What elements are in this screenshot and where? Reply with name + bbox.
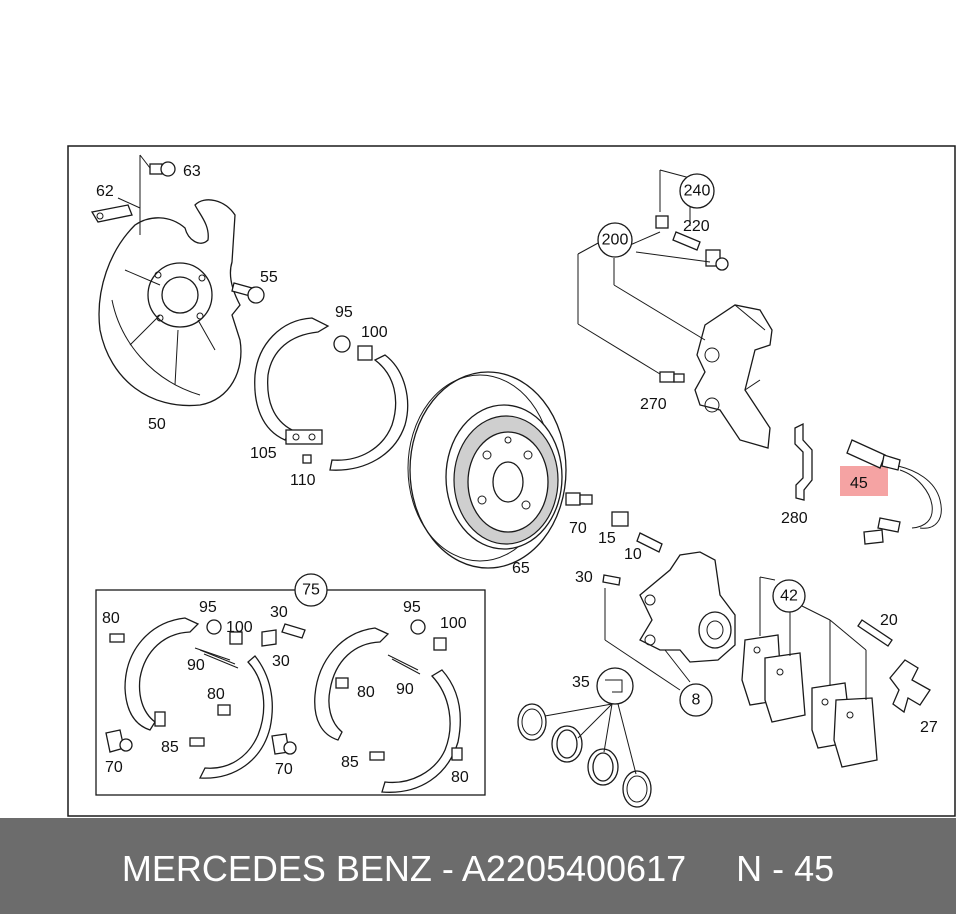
label-100: 100	[361, 324, 388, 341]
label-50: 50	[148, 416, 166, 433]
kit-label-80-d: 80	[451, 769, 469, 786]
kit-label-70-b: 70	[275, 761, 293, 778]
kit-shoe-left	[105, 617, 306, 779]
parking-brake-shoes-drawing	[254, 317, 409, 471]
footer-separator: -	[431, 848, 462, 889]
bolt-70-drawing	[565, 492, 593, 506]
pin-20-drawing	[857, 619, 893, 647]
brake-disc-drawing	[407, 371, 567, 569]
footer-part-number: A2205400617	[461, 848, 687, 889]
bleed-screw-drawing	[636, 532, 663, 553]
label-280: 280	[781, 510, 808, 527]
kit-label-80-c: 80	[357, 684, 375, 701]
kit-label-90-a: 90	[187, 657, 205, 674]
kit-label-95-a: 95	[199, 599, 217, 616]
kit-box	[95, 589, 486, 796]
callout-240-circle	[679, 173, 715, 209]
label-75: 75	[302, 582, 320, 599]
label-63: 63	[183, 163, 201, 180]
kit-label-85-b: 85	[341, 754, 359, 771]
kit-label-30-b: 30	[272, 653, 290, 670]
brake-assembly-diagram: 63 62 55 50 95 100 105 110 220 270 280 4…	[67, 145, 956, 817]
spring-clip-drawing	[794, 422, 813, 501]
label-55: 55	[260, 269, 278, 286]
dust-shield-drawing	[90, 161, 265, 407]
brake-pads-drawing	[741, 634, 878, 768]
label-35: 35	[572, 674, 590, 691]
caliper-housing-drawing	[602, 551, 736, 663]
callout-75-circle	[294, 573, 328, 607]
label-240: 240	[684, 183, 711, 200]
caliper-carrier-drawing	[655, 215, 773, 449]
label-27: 27	[920, 719, 938, 736]
kit-label-90-b: 90	[396, 681, 414, 698]
label-62: 62	[96, 183, 114, 200]
label-8: 8	[692, 692, 701, 709]
label-105: 105	[250, 445, 277, 462]
kit-label-30-a: 30	[270, 604, 288, 621]
label-30: 30	[575, 569, 593, 586]
label-65: 65	[512, 560, 530, 577]
kit-label-80-a: 80	[102, 610, 120, 627]
label-95: 95	[335, 304, 353, 321]
callout-8-circle	[679, 683, 713, 717]
kit-label-85-a: 85	[161, 739, 179, 756]
callout-42-circle	[772, 579, 806, 613]
label-15: 15	[598, 530, 616, 547]
footer-caption: MERCEDES BENZ - A2205400617 N - 45	[0, 848, 956, 890]
diagram-frame	[67, 145, 956, 817]
label-42: 42	[780, 588, 798, 605]
callout-200-circle	[597, 222, 633, 258]
label-20: 20	[880, 612, 898, 629]
label-45: 45	[850, 475, 868, 492]
bleed-cap-drawing	[611, 511, 629, 527]
label-10: 10	[624, 546, 642, 563]
wear-sensor-drawing	[846, 439, 942, 545]
label-70: 70	[569, 520, 587, 537]
label-110: 110	[290, 472, 316, 489]
footer-brand: MERCEDES BENZ	[121, 848, 432, 889]
highlight-45	[840, 466, 888, 496]
kit-label-80-b: 80	[207, 686, 225, 703]
kit-label-100-a: 100	[226, 619, 253, 636]
label-200: 200	[602, 232, 629, 249]
seal-kit-drawing	[517, 667, 652, 808]
kit-label-100-b: 100	[440, 615, 467, 632]
kit-shoe-right	[314, 619, 463, 793]
label-220: 220	[683, 218, 710, 235]
footer-bar	[0, 818, 956, 914]
footer-position: N - 45	[736, 848, 835, 889]
kit-label-95-b: 95	[403, 599, 421, 616]
label-270: 270	[640, 396, 667, 413]
spring-27-drawing	[889, 659, 931, 714]
kit-label-70-a: 70	[105, 759, 123, 776]
